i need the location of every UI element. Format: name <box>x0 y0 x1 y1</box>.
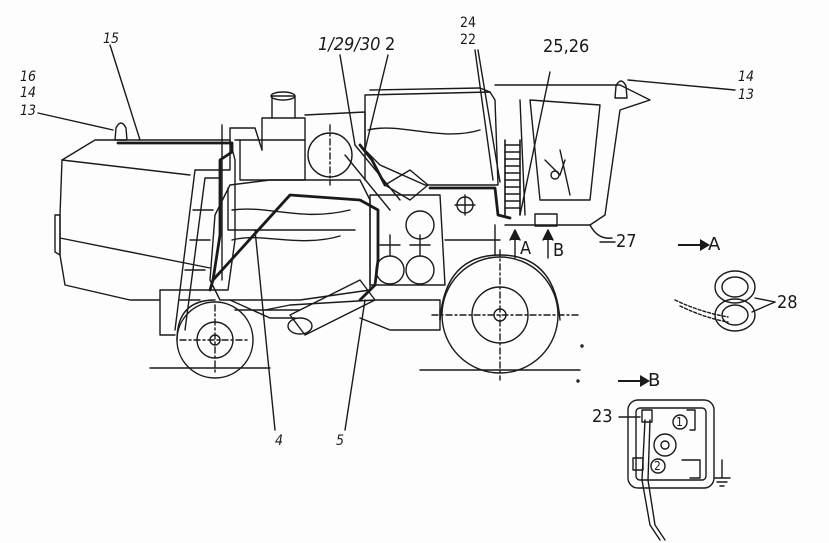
leader-1-29-30 <box>339 54 356 146</box>
callout-25-26: 25,26 <box>543 36 590 57</box>
callout-16: 16 <box>20 69 37 85</box>
callout-13-right: 13 <box>738 87 755 103</box>
detail-a-rings <box>674 270 776 332</box>
terminal-1: 1 <box>676 415 683 429</box>
cable-coil <box>504 139 521 216</box>
exhaust-stack <box>271 95 296 119</box>
wiring-harness <box>116 141 512 302</box>
callout-13-left: 13 <box>20 103 37 119</box>
beacon-right <box>614 80 628 99</box>
arrow-label-a: A <box>520 238 532 259</box>
leader-24-22 <box>474 49 494 181</box>
callout-4: 4 <box>275 433 284 449</box>
cab <box>494 84 651 226</box>
arrow-label-b: B <box>553 240 565 261</box>
callout-5: 5 <box>336 433 345 449</box>
terminal-2: 2 <box>654 459 661 473</box>
ladder-rail <box>174 127 263 331</box>
leader-25-26 <box>519 71 551 216</box>
beacon-left <box>114 122 128 141</box>
rear-hood <box>59 139 236 301</box>
auger-head <box>384 169 429 201</box>
callout-24: 24 <box>460 15 477 31</box>
callout-27: 27 <box>616 231 637 252</box>
view-b-label: B <box>618 372 660 390</box>
view-b-arrow-icon <box>618 375 650 387</box>
leader-13-left <box>37 112 114 131</box>
callout-14-right: 14 <box>738 69 755 85</box>
callout-23: 23 <box>592 406 613 427</box>
view-a-label: A <box>678 236 720 254</box>
callout-2: 2 <box>385 34 396 55</box>
view-a-arrow-icon <box>678 239 710 251</box>
callout-15: 15 <box>103 31 120 47</box>
leader-2 <box>364 54 389 151</box>
feeder-tube <box>289 279 376 336</box>
detail-b-panel <box>618 399 731 541</box>
leader-15 <box>109 44 141 141</box>
callout-28: 28 <box>777 292 798 313</box>
grain-tank <box>364 91 499 186</box>
callout-22: 22 <box>460 32 477 48</box>
callout-1-29-30: 1/29/30 <box>318 34 381 55</box>
leader-5 <box>344 299 366 431</box>
leader-4 <box>254 229 276 431</box>
leader-14-13-right <box>627 79 736 91</box>
connector-27 <box>534 213 558 227</box>
main-body <box>209 179 371 301</box>
callout-14-left: 14 <box>20 85 37 101</box>
